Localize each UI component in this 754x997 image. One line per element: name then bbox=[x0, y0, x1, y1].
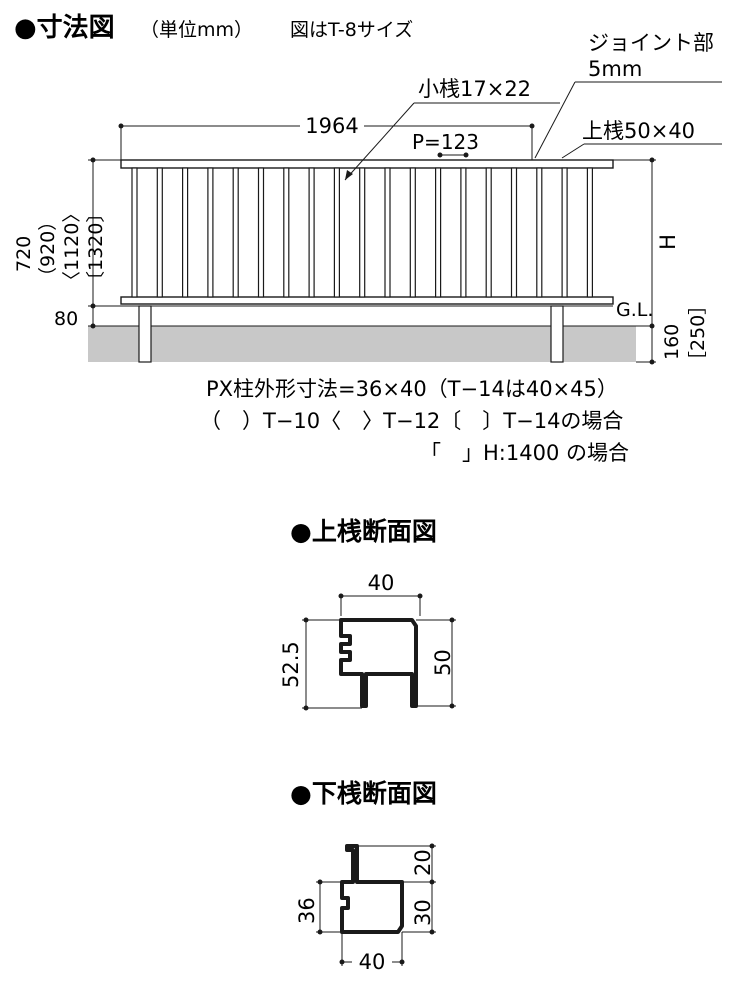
small-rail-leader bbox=[344, 102, 415, 181]
upper-left-end-top bbox=[303, 617, 309, 623]
baluster bbox=[435, 167, 442, 298]
lower-right-end-top bbox=[429, 843, 435, 849]
note-line-2: （ ）T−10〈 〉T−12〔 〕T−14の場合 bbox=[200, 409, 623, 433]
height-option-1320: 〔1320〕 bbox=[85, 204, 107, 290]
pitch-label: P=123 bbox=[412, 130, 479, 154]
upper-width-label: 40 bbox=[368, 571, 395, 595]
lower-section: ●下桟断面図 20 30 36 40 bbox=[290, 779, 437, 974]
upper-rail-profile bbox=[339, 618, 418, 708]
upper-section-title: ●上桟断面図 bbox=[290, 517, 437, 546]
upper-rail-label: 上桟50×40 bbox=[582, 119, 695, 143]
width-label: 1964 bbox=[305, 114, 358, 138]
lower-section-title: ●下桟断面図 bbox=[290, 779, 437, 808]
baluster bbox=[257, 167, 265, 298]
baluster bbox=[359, 167, 366, 298]
baluster bbox=[182, 167, 189, 298]
height-option-720: 720 bbox=[13, 236, 35, 272]
baluster bbox=[232, 167, 239, 298]
bottom-gap-label: 80 bbox=[54, 308, 78, 330]
small-rail-label: 小桟17×22 bbox=[418, 77, 531, 101]
baluster bbox=[586, 167, 594, 298]
lower-rail bbox=[120, 296, 614, 305]
baluster bbox=[536, 167, 543, 298]
baluster bbox=[510, 167, 518, 298]
joint-size-label: 5mm bbox=[588, 57, 642, 81]
upper-left-end-bottom bbox=[303, 705, 309, 711]
balusters bbox=[131, 167, 594, 298]
baluster bbox=[460, 167, 467, 298]
baluster bbox=[485, 167, 492, 298]
ground bbox=[88, 326, 636, 362]
lower-right-end-bottom bbox=[429, 929, 435, 935]
embed-dim-end bbox=[649, 359, 655, 365]
pitch-dim-end-right bbox=[463, 152, 469, 158]
joint-label: ジョイント部 bbox=[588, 31, 714, 55]
height-option-1120: 〈1120〉 bbox=[61, 204, 83, 290]
lower-width-end-right bbox=[399, 959, 405, 965]
lower-left-end-top bbox=[317, 879, 323, 885]
baluster bbox=[131, 167, 138, 298]
baluster bbox=[283, 167, 290, 298]
left-dim-end-top bbox=[90, 157, 96, 163]
embed-alt-label: ［250］ bbox=[687, 296, 709, 370]
post-right bbox=[550, 305, 564, 363]
joint-leader bbox=[534, 81, 576, 159]
upper-rail-leader bbox=[561, 143, 585, 159]
lower-left-end-bottom bbox=[317, 929, 323, 935]
small-rail-arrow bbox=[345, 170, 353, 180]
note-line-1: PX柱外形寸法=36×40（T−14は40×45） bbox=[206, 377, 618, 401]
upper-right-end-top bbox=[449, 617, 455, 623]
baluster bbox=[207, 167, 214, 298]
baluster bbox=[308, 167, 315, 298]
left-dim-end-bottom bbox=[90, 323, 96, 329]
lower-width-label: 40 bbox=[359, 950, 386, 974]
baluster bbox=[384, 167, 391, 298]
baluster bbox=[156, 167, 163, 298]
upper-section: ●上桟断面図 40 52.5 50 bbox=[279, 517, 456, 711]
note-line-3: 「 」H:1400 の場合 bbox=[420, 441, 629, 465]
width-label-bg bbox=[300, 112, 364, 138]
lower-rail-profile bbox=[340, 844, 404, 934]
lower-height-left-label: 36 bbox=[295, 897, 319, 924]
left-dim-end-mid bbox=[90, 303, 96, 309]
unit-label: （単位mm） bbox=[140, 19, 253, 41]
lower-width-label-bg bbox=[352, 950, 392, 974]
main-title: ●寸法図 bbox=[14, 13, 115, 43]
height-option-920: （920） bbox=[37, 212, 59, 286]
gl-label: G.L. bbox=[616, 299, 653, 321]
lower-top-part-label: 20 bbox=[411, 849, 435, 876]
main-diagram: ●寸法図 （単位mm） 図はT-8サイズ ジョイント部 5mm 小桟17×22 … bbox=[13, 13, 722, 465]
baluster bbox=[561, 167, 568, 298]
lower-right-end-mid bbox=[429, 879, 435, 885]
h-dim-end-top bbox=[649, 157, 655, 163]
pitch-dim-end-left bbox=[437, 152, 443, 158]
size-note: 図はT-8サイズ bbox=[290, 19, 413, 41]
upper-height-left-label: 52.5 bbox=[279, 641, 303, 688]
upper-rail bbox=[120, 159, 614, 169]
height-label: H bbox=[656, 234, 680, 250]
baluster bbox=[409, 167, 416, 298]
post-left bbox=[138, 305, 152, 363]
lower-height-right-label: 30 bbox=[411, 899, 435, 926]
upper-height-right-label: 50 bbox=[431, 649, 455, 676]
lower-width-end-left bbox=[339, 959, 345, 965]
embed-label: 160 bbox=[661, 324, 683, 360]
upper-right-end-bottom bbox=[449, 703, 455, 709]
h-dim-end-bottom bbox=[649, 323, 655, 329]
baluster bbox=[333, 167, 340, 298]
